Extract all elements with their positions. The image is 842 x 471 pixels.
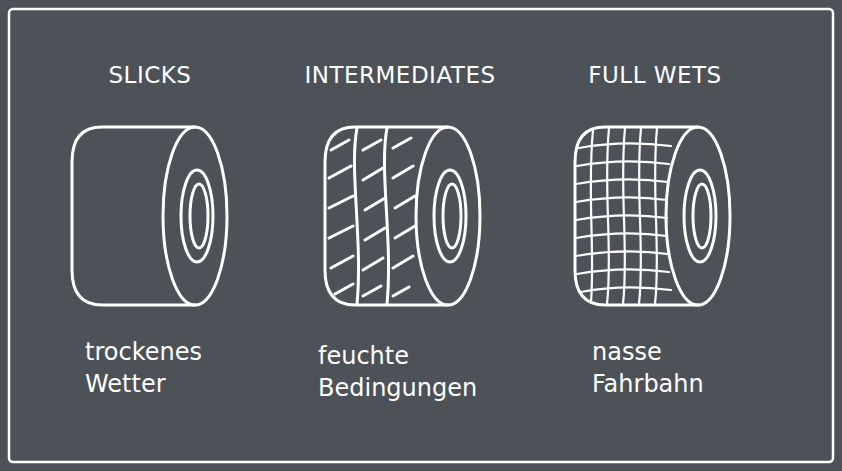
slick-tyre [72,127,227,305]
tyre-type-heading: FULL WETS [588,62,721,88]
condition-caption: nasse Fahrbahn [592,336,704,400]
chalk-frame [9,9,833,462]
tyre-type-heading: INTERMEDIATES [304,62,495,88]
condition-caption: feuchte Bedingungen [318,340,477,404]
tyre-type-heading: SLICKS [109,62,192,88]
intermediate-tyre [325,127,480,305]
condition-caption: trockenes Wetter [85,336,202,400]
full-wet-tyre [575,127,730,305]
